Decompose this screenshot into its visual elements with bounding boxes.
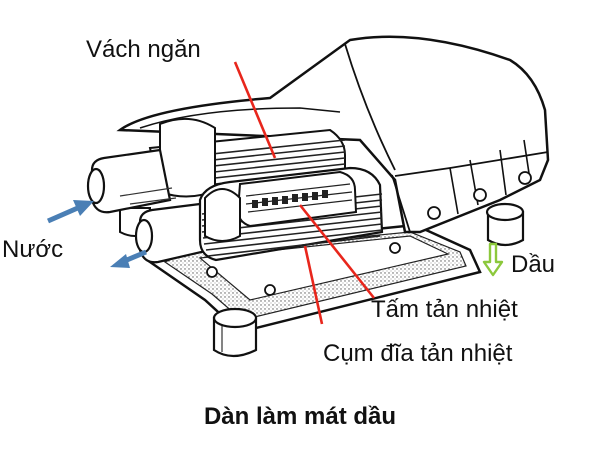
mounting-bolt-front-left: [212, 307, 258, 358]
label-plate-stack: Cụm đĩa tản nhiệt: [323, 340, 513, 367]
front-plate-stack: [198, 166, 384, 262]
diagram-caption: Dàn làm mát dầu: [203, 403, 397, 430]
leader-partition: [233, 61, 277, 159]
label-partition: Vách ngăn: [86, 36, 201, 63]
rear-plate-stack: [148, 117, 346, 198]
leader-plate-stack: [303, 245, 324, 325]
water-outlet-arrow: [110, 249, 147, 268]
label-cooling-plate: Tấm tản nhiệt: [371, 296, 518, 323]
label-water: Nước: [2, 236, 64, 263]
mounting-bolt-right: [485, 202, 525, 247]
water-pipes: [86, 148, 212, 264]
oil-flow-arrow: [482, 242, 504, 277]
label-oil: Dầu: [511, 251, 556, 278]
water-inlet-arrow: [46, 200, 94, 224]
leader-lines: [233, 61, 376, 325]
leader-cooling-plate: [298, 204, 376, 299]
